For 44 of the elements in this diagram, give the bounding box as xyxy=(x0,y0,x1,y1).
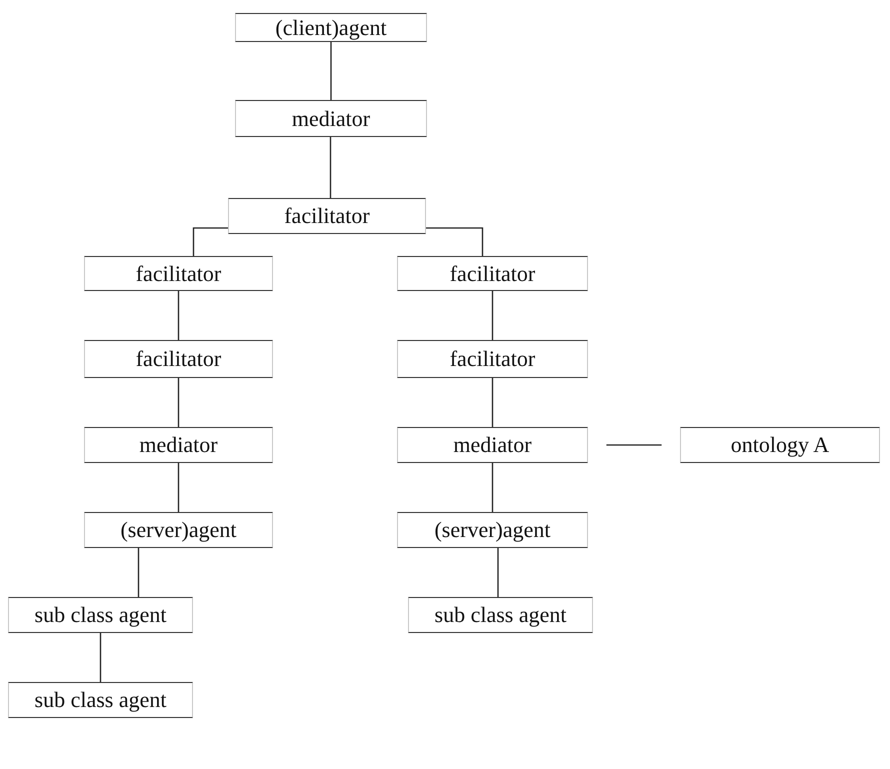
node-text: facilitator xyxy=(136,346,222,372)
node-text: mediator xyxy=(139,432,218,458)
connector-line xyxy=(606,444,662,446)
label-box xyxy=(84,512,273,548)
node-text: (server)agent xyxy=(434,517,551,543)
label-box xyxy=(84,340,273,378)
label-box xyxy=(680,427,880,463)
connector-line xyxy=(192,227,228,256)
node-text: sub class agent xyxy=(34,602,166,628)
connector-line xyxy=(497,548,499,597)
node-text: sub class agent xyxy=(34,687,166,713)
label-box xyxy=(397,256,588,291)
node-text: facilitator xyxy=(450,260,536,286)
node-text: mediator xyxy=(292,106,370,132)
connector-line xyxy=(178,378,180,427)
connector-line xyxy=(492,291,494,340)
label-box xyxy=(228,198,426,234)
label-box xyxy=(235,100,427,137)
label-box xyxy=(8,682,193,718)
label-box xyxy=(397,340,588,378)
node-text: (server)agent xyxy=(120,517,237,543)
connector-line xyxy=(100,633,102,682)
connector-line xyxy=(330,137,332,198)
connector-line xyxy=(426,227,484,256)
node-text: mediator xyxy=(453,432,532,458)
connector-line xyxy=(330,42,332,100)
node-text: facilitator xyxy=(450,346,536,372)
label-box xyxy=(397,427,588,463)
label-box xyxy=(84,427,273,463)
connector-line xyxy=(492,463,494,512)
connector-line xyxy=(178,463,180,512)
node-text: facilitator xyxy=(136,260,222,286)
connector-line xyxy=(178,291,180,340)
label-box xyxy=(84,256,273,291)
label-box xyxy=(8,597,193,633)
node-text: ontology A xyxy=(730,432,830,458)
node-text: sub class agent xyxy=(434,602,566,628)
label-box xyxy=(235,13,427,42)
node-text: facilitator xyxy=(284,203,370,229)
label-box xyxy=(408,597,593,633)
connector-line xyxy=(138,548,140,597)
label-box xyxy=(397,512,588,548)
node-text: (client)agent xyxy=(275,14,387,40)
connector-line xyxy=(492,378,494,427)
